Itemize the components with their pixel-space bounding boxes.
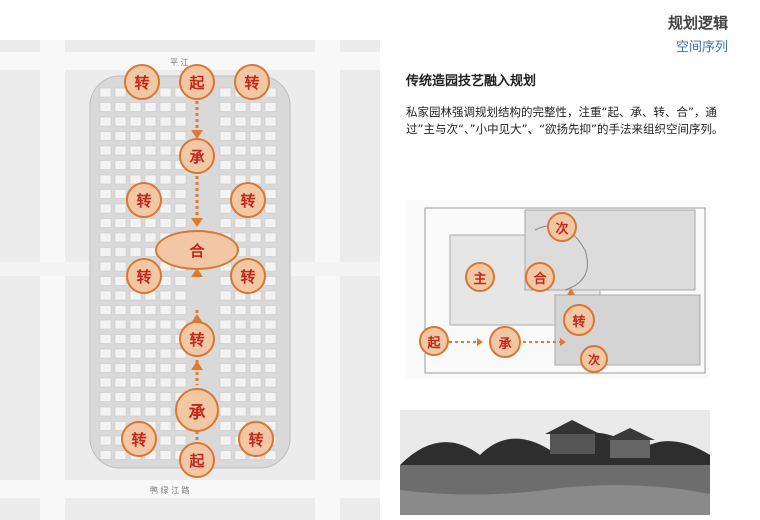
node-zhuan-center: 转 [179,321,215,357]
garden-photo-image [400,410,710,515]
node-cheng-large: 承 [175,388,219,432]
road-label-bottom: 鸭 绿 江 路 [150,486,190,495]
node-cheng-upper: 承 [179,138,215,174]
node-zhuan-br: 转 [238,421,274,457]
node-qi-top: 起 [179,64,215,100]
page-subtitle: 空间序列 [675,40,728,55]
node-zhuan-ml: 转 [126,182,162,218]
road-label-top: 平 江 [170,58,189,67]
garden-photo [400,410,710,515]
section-title: 传统造园技艺融入规划 [406,74,537,89]
garden-node-zhuan: 转 [563,304,595,336]
node-zhuan-tr: 转 [234,64,270,100]
garden-node-he: 合 [525,262,555,292]
site-plan: 平 江 鸭 绿 江 路 转 起 转 承 转 转 合 转 转 转 承 转 转 起 [0,40,380,520]
node-he: 合 [155,230,239,270]
node-zhuan-tl: 转 [124,64,160,100]
node-zhuan-lr: 转 [230,258,266,294]
section-body: 私家园林强调规划结构的完整性，注重“起、承、转、合”，通过”主与次“、”小中见大… [406,105,724,136]
garden-node-qi: 起 [419,326,449,356]
garden-node-ci-top: 次 [547,212,577,242]
garden-node-ci-bottom: 次 [580,345,608,373]
garden-plan: 次 主 合 转 起 承 次 [405,200,710,378]
garden-node-cheng: 承 [489,326,521,358]
node-zhuan-ll: 转 [126,258,162,294]
garden-node-zhu: 主 [465,262,495,292]
node-qi-bottom: 起 [179,442,215,478]
node-zhuan-mr: 转 [230,182,266,218]
page-title: 规划逻辑 [667,14,728,32]
node-zhuan-bl: 转 [121,421,157,457]
